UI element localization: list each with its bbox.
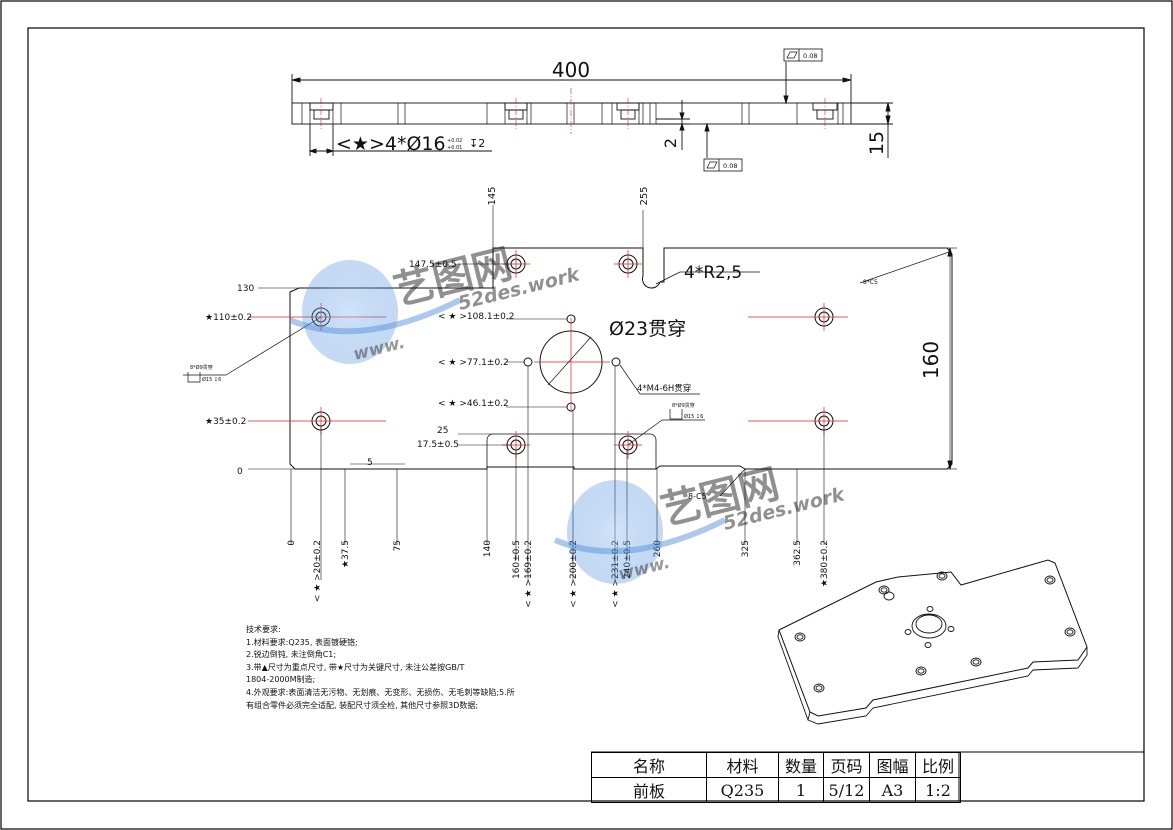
plan-view [183,205,957,580]
ydim-130: 130 [237,284,254,294]
bottom-chamfer-callout: 8-C5 [688,492,707,501]
watermark-1: 艺图网 52des.work www. [288,241,583,365]
header-name: 名称 [591,752,707,778]
dim-thickness-label: 15 [866,131,888,155]
depth-symbol-label: ↧2 [469,137,485,150]
xdim-label-6: < ★ >169±0.2 [524,540,534,608]
watermark-2: 艺图网 52des.work www. [553,461,848,585]
dim-width-label: 160 [919,341,943,379]
plate-outline [289,247,953,470]
side-view-outline [291,102,852,125]
xdim-label-1: < ★ >20±0.2 [313,540,323,602]
value-quantity: 1 [778,777,824,803]
isometric-view [777,559,1088,725]
inner-frame [27,27,1145,802]
technical-requirements: 技术要求: 1.材料要求:Q235, 表面镀硬铬; 2.锐边倒钝, 未注倒角C1… [246,624,606,712]
notes-line-3: 3.带▲尺寸为重点尺寸, 带★尺寸为关键尺寸, 未注公差按GB/T [246,662,465,672]
value-material: Q235 [706,777,779,803]
hole-callout-label: <★>4*Ø16 [336,133,446,155]
xdim-label-7: < ★ >200±0.2 [569,540,579,608]
value-scale: 1:2 [915,777,961,803]
notes-line-2: 2.锐边倒钝, 未注倒角C1; [246,650,337,660]
thread-callout: 4*M4-6H贯穿 [637,383,691,394]
xdim-label-5: 160±0.5 [512,540,522,579]
cbore-right-line1: 8*Ø9贯穿 [672,402,695,409]
pocket-outline [486,433,657,469]
value-name: 前板 [591,777,707,803]
cbore-right-line2: Ø15 ↧6 [684,413,703,420]
header-page: 页码 [823,752,870,778]
notes-line-6: 有组合零件必须完全适配, 装配尺寸须全检, 其他尺寸参照3D数据; [246,700,479,710]
ydim-77-1: < ★ >77.1±0.2 [438,358,509,368]
xdim-label-13: ★380±0.2 [820,540,830,587]
flatness-bottom-value: 0.08 [723,162,737,170]
header-material: 材料 [706,752,779,778]
ydim-147-5: 147.5±0.5 [409,260,457,270]
value-page: 5/12 [823,777,870,803]
notes-line-1: 1.材料要求:Q235, 表面镀硬铬; [246,637,358,647]
header-scale: 比例 [915,752,961,778]
tolerance-upper: +0.02 [447,138,462,144]
xdim-label-12: 362.5 [793,540,803,566]
ydim-25: 25 [437,426,448,436]
ydim-108-1: < ★ >108.1±0.2 [438,312,515,322]
cbore-left-line1: 8*Ø9贯穿 [190,364,213,371]
ydim-0: 0 [237,467,243,477]
watermark-globe-icon [302,260,398,364]
ydim-35: ★35±0.2 [205,417,246,427]
cbore-left-line2: Ø15 ↧6 [202,376,221,383]
xdim-label-2: ★37.5 [341,540,351,568]
header-format: 图幅 [869,752,916,778]
title-block: 名称 材料 数量 页码 图幅 比例 前板 Q235 1 5/12 A3 1:2 [591,752,961,803]
xdim-label-3: 75 [393,540,403,551]
dim-145-label: 145 [487,186,498,205]
dim-depth-label: 2 [661,138,680,148]
dim-255-label: 255 [639,186,650,205]
x-dimension-labels: 0 < ★ >20±0.2 ★37.5 75 140 160±0.5< ★ >169±0.… [287,540,830,608]
bore-callout: Ø23贯穿 [609,318,686,340]
tolerance-lower: +0.01 [447,145,462,151]
flatness-top-value: 0.08 [803,52,817,60]
header-quantity: 数量 [778,752,824,778]
y-extension-lines [248,247,957,470]
dim-length-label: 400 [552,58,590,82]
notes-title: 技术要求: [246,625,281,634]
thread-holes [523,314,621,412]
value-format: A3 [869,777,916,803]
ydim-46-1: < ★ >46.1±0.2 [438,399,509,409]
xdim-label-0: 0 [287,540,297,546]
title-block-value-row: 前板 Q235 1 5/12 A3 1:2 [591,777,961,803]
corner-chamfer-callout: 8*C5 [863,279,878,286]
radius-callout: 4*R2,5 [684,263,742,283]
title-block-header-row: 名称 材料 数量 页码 图幅 比例 [591,752,961,778]
watermark-globe-icon-2 [567,480,663,584]
ydim-5: 5 [367,458,373,468]
notes-line-4: 1804-2000M制造; [246,675,316,685]
xdim-label-4: 140 [483,540,493,557]
side-view [291,48,893,172]
ydim-17-5: 17.5±0.5 [417,440,459,450]
xdim-label-11: 325 [741,540,751,557]
notes-line-5: 4.外观要求:表面清洁无污物、无划痕、无变形、无损伤、无毛刺等缺陷;5.所 [246,687,515,697]
ydim-110: ★110±0.2 [205,313,252,323]
